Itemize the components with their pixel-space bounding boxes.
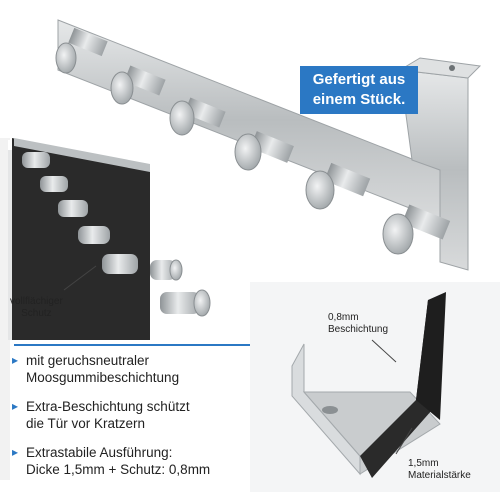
label-line: Materialstärke — [408, 470, 471, 481]
bullet-arrow-icon: ▸ — [12, 353, 19, 367]
label-full-protection: vollflächiger Schutz — [10, 296, 63, 320]
callout-line-1: Gefertigt aus — [312, 71, 406, 88]
divider — [14, 344, 250, 346]
feature-item: ▸ mit geruchsneutraler Moosgummibeschich… — [12, 352, 260, 386]
feature-item: ▸ Extrastabile Ausführung: Dicke 1,5mm +… — [12, 444, 260, 478]
bullet-arrow-icon: ▸ — [12, 445, 19, 459]
inset-back-view — [0, 138, 211, 480]
hook — [169, 97, 226, 136]
label-thickness: 1,5mm Materialstärke — [408, 458, 471, 482]
hooks — [55, 27, 451, 255]
label-line: 1,5mm — [408, 458, 439, 469]
feature-line: mit geruchsneutraler — [26, 353, 150, 368]
feature-item: ▸ Extra-Beschichtung schützt die Tür vor… — [12, 398, 260, 432]
bullet-arrow-icon: ▸ — [12, 399, 19, 413]
label-line: vollflächiger — [10, 296, 63, 307]
label-coating: 0,8mm Beschichtung — [328, 312, 388, 336]
label-line: Beschichtung — [328, 324, 389, 335]
feature-line: Moosgummibeschichtung — [26, 370, 180, 385]
feature-line: Dicke 1,5mm + Schutz: 0,8mm — [26, 462, 211, 477]
hook — [110, 65, 166, 105]
hook — [55, 27, 108, 74]
feature-line: die Tür vor Kratzern — [26, 416, 146, 431]
label-line: 0,8mm — [328, 312, 359, 323]
callout-line-2: einem Stück. — [312, 91, 406, 108]
feature-line: Extrastabile Ausführung: — [26, 445, 173, 460]
hook — [234, 131, 294, 171]
feature-list: ▸ mit geruchsneutraler Moosgummibeschich… — [12, 352, 260, 490]
hook — [382, 204, 451, 255]
hook — [305, 162, 371, 210]
label-line: Schutz — [21, 308, 52, 319]
callout-one-piece: Gefertigt aus einem Stück. — [300, 66, 418, 114]
feature-line: Extra-Beschichtung schützt — [26, 399, 190, 414]
inset-cross-section — [250, 282, 500, 492]
